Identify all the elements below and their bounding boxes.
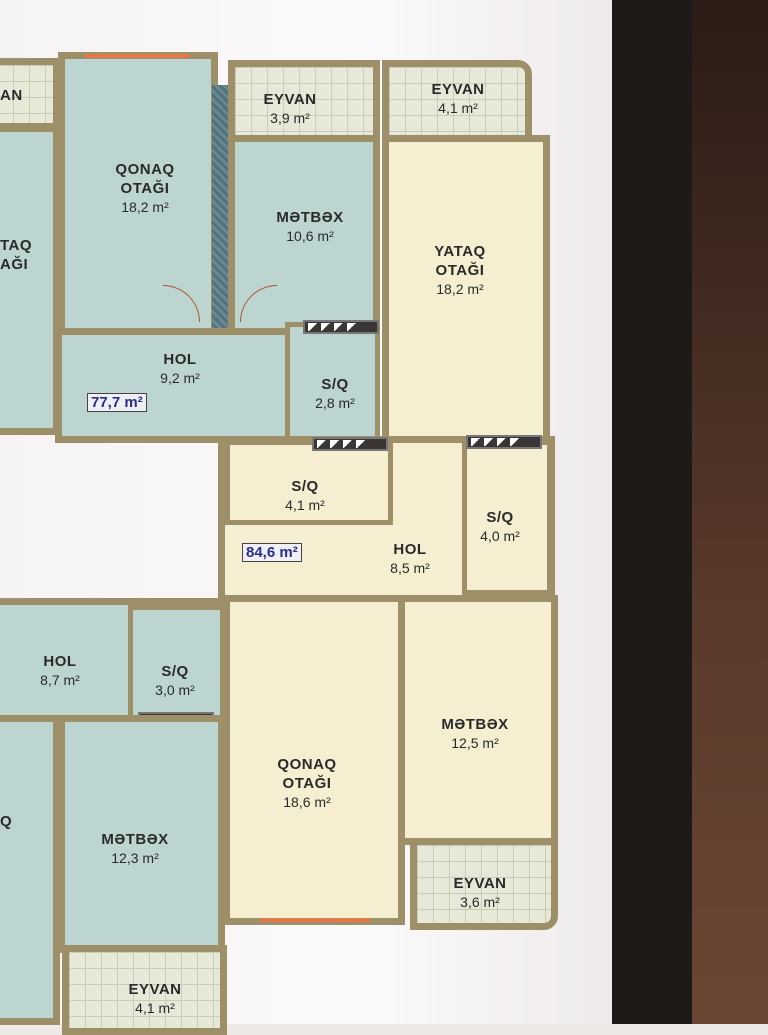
total-area-badge: 77,7 m² bbox=[87, 393, 147, 412]
label-partial-yataq: TAQ AĞI bbox=[0, 237, 33, 273]
room-eyvan bbox=[382, 60, 532, 142]
background-table bbox=[692, 0, 768, 1024]
ventilation-icon bbox=[312, 437, 388, 451]
book-spine bbox=[612, 0, 692, 1024]
room-metbex bbox=[58, 715, 225, 953]
room-eyvan bbox=[410, 838, 558, 930]
room-sq bbox=[462, 440, 552, 595]
room-yataq-partial bbox=[0, 125, 60, 435]
label-partial: Q bbox=[0, 813, 13, 830]
window bbox=[260, 918, 370, 922]
room-sq bbox=[225, 440, 393, 525]
ventilation-icon bbox=[466, 435, 542, 449]
wall-shaft bbox=[212, 85, 228, 330]
ventilation-icon bbox=[303, 320, 379, 334]
room-partial bbox=[0, 715, 60, 1025]
room-yataq-otagi bbox=[382, 135, 550, 443]
label-partial-eyvan: AN bbox=[0, 87, 23, 104]
room-metbex bbox=[228, 135, 380, 335]
room-eyvan bbox=[62, 945, 227, 1035]
total-area-badge: 84,6 m² bbox=[242, 543, 302, 562]
window bbox=[85, 54, 190, 58]
